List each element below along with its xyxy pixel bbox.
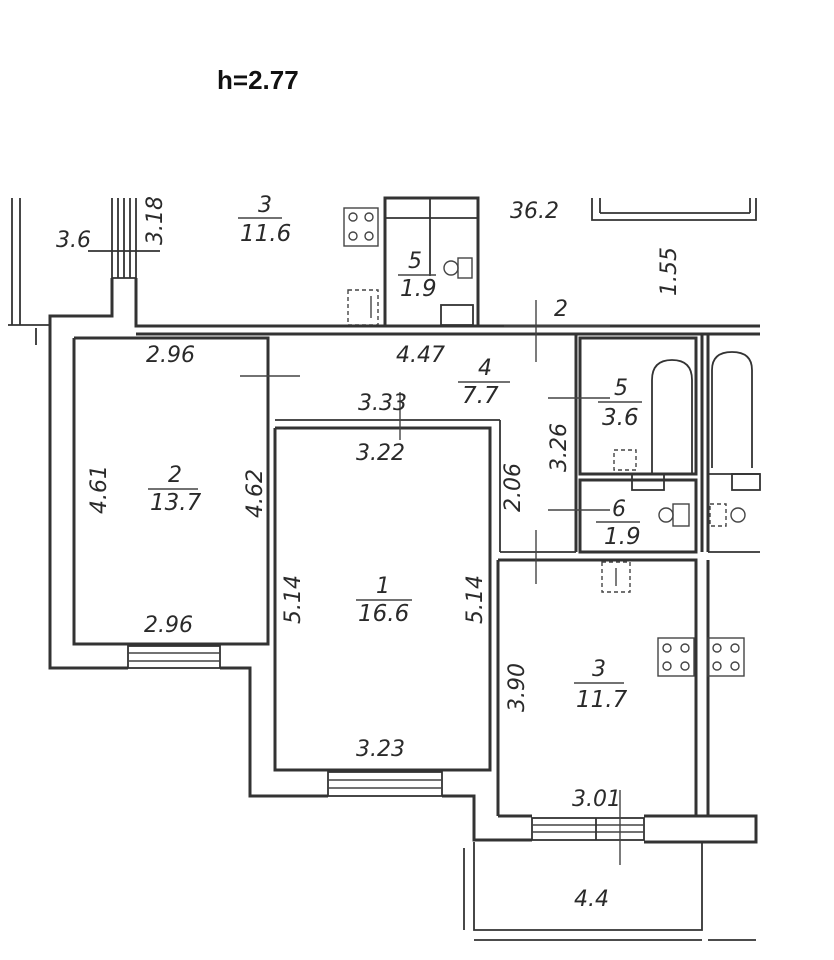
apartment-walls — [48, 278, 760, 941]
windows — [127, 645, 645, 841]
dim-5-14-right: 5.14 — [463, 575, 488, 624]
dim-2-06: 2.06 — [501, 463, 526, 512]
room-5-area: 3.6 — [602, 405, 639, 431]
dimension-lines — [240, 300, 621, 865]
room-3-number: 3 — [592, 657, 606, 682]
room-2-area: 13.7 — [150, 490, 202, 516]
room-1-number: 1 — [376, 574, 390, 599]
dim-3-33: 3.33 — [358, 391, 407, 416]
dim-1-55: 1.55 — [657, 247, 682, 296]
room-1-area: 16.6 — [358, 601, 409, 627]
dim-3-90: 3.90 — [505, 663, 530, 712]
ceiling-height-label: h=2.77 — [217, 65, 299, 95]
dim-3-23: 3.23 — [356, 737, 405, 762]
room-3-area: 11.7 — [576, 687, 628, 713]
dim-4-61: 4.61 — [87, 465, 112, 514]
dim-5-14-left: 5.14 — [281, 575, 306, 624]
room-2-number: 2 — [168, 463, 182, 488]
room-6-area: 1.9 — [604, 524, 641, 550]
dim-4-62: 4.62 — [243, 469, 268, 518]
dim-3-6: 3.6 — [56, 228, 91, 253]
dim-3-18: 3.18 — [143, 196, 168, 245]
room-4-number: 4 — [478, 356, 492, 381]
dim-2-96-bottom: 2.96 — [144, 613, 193, 638]
dim-2-96-top: 2.96 — [146, 343, 195, 368]
neighbor-total-area: 36.2 — [510, 199, 559, 224]
neighbor-area — [8, 196, 757, 345]
fixtures — [601, 351, 761, 677]
neighbor-room-area: 11.6 — [240, 221, 291, 247]
dim-3-26: 3.26 — [547, 423, 572, 472]
room-4-area: 7.7 — [462, 383, 499, 409]
dim-4-47: 4.47 — [396, 343, 445, 368]
dim-4-4: 4.4 — [574, 887, 609, 912]
neighbor-room-number: 3 — [258, 193, 272, 218]
neighbor-wc-number: 5 — [408, 249, 422, 274]
dim-3-01: 3.01 — [572, 787, 621, 812]
room-6-number: 6 — [612, 497, 626, 522]
room-5-number: 5 — [614, 376, 628, 401]
dim-3-22: 3.22 — [356, 441, 405, 466]
neighbor-wc-area: 1.9 — [400, 276, 437, 302]
dim-2: 2 — [554, 297, 568, 322]
